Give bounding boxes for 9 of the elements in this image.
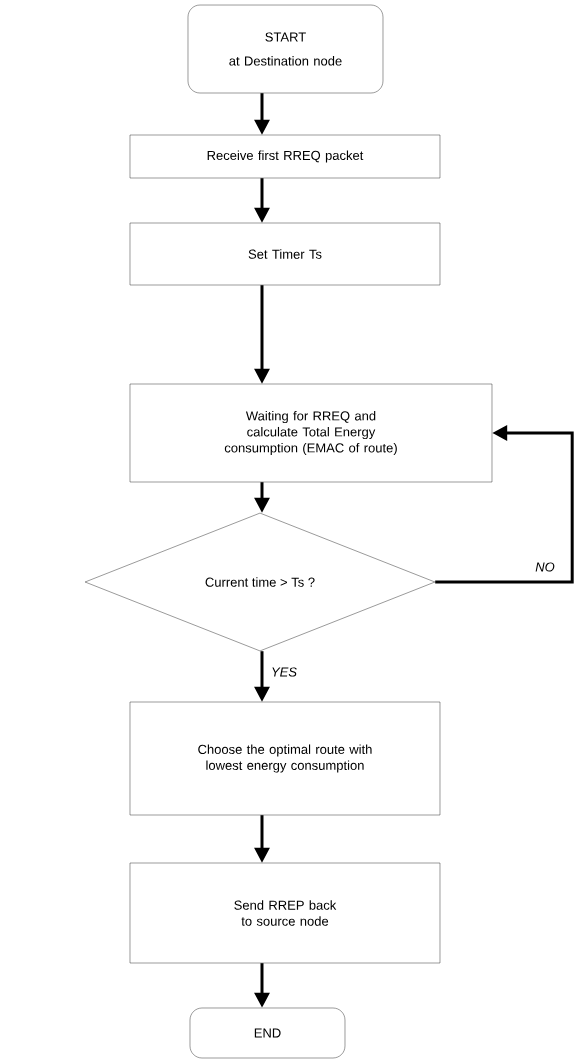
terminal-box: START at Destination node <box>187 4 384 94</box>
terminal-box: END <box>189 1007 346 1059</box>
process-box: Send RREP back to source node <box>129 862 441 964</box>
edge-label: YES <box>272 667 297 677</box>
process-box: Waiting for RREQ and calculate Total Energy consumption (EMAC of route) <box>129 383 493 483</box>
process-box: Choose the optimal route with lowest energy consumption <box>129 701 441 816</box>
edge-label: NO <box>535 562 555 572</box>
process-box: Set Timer Ts <box>129 222 441 286</box>
process-box: Receive first RREQ packet <box>129 134 441 179</box>
